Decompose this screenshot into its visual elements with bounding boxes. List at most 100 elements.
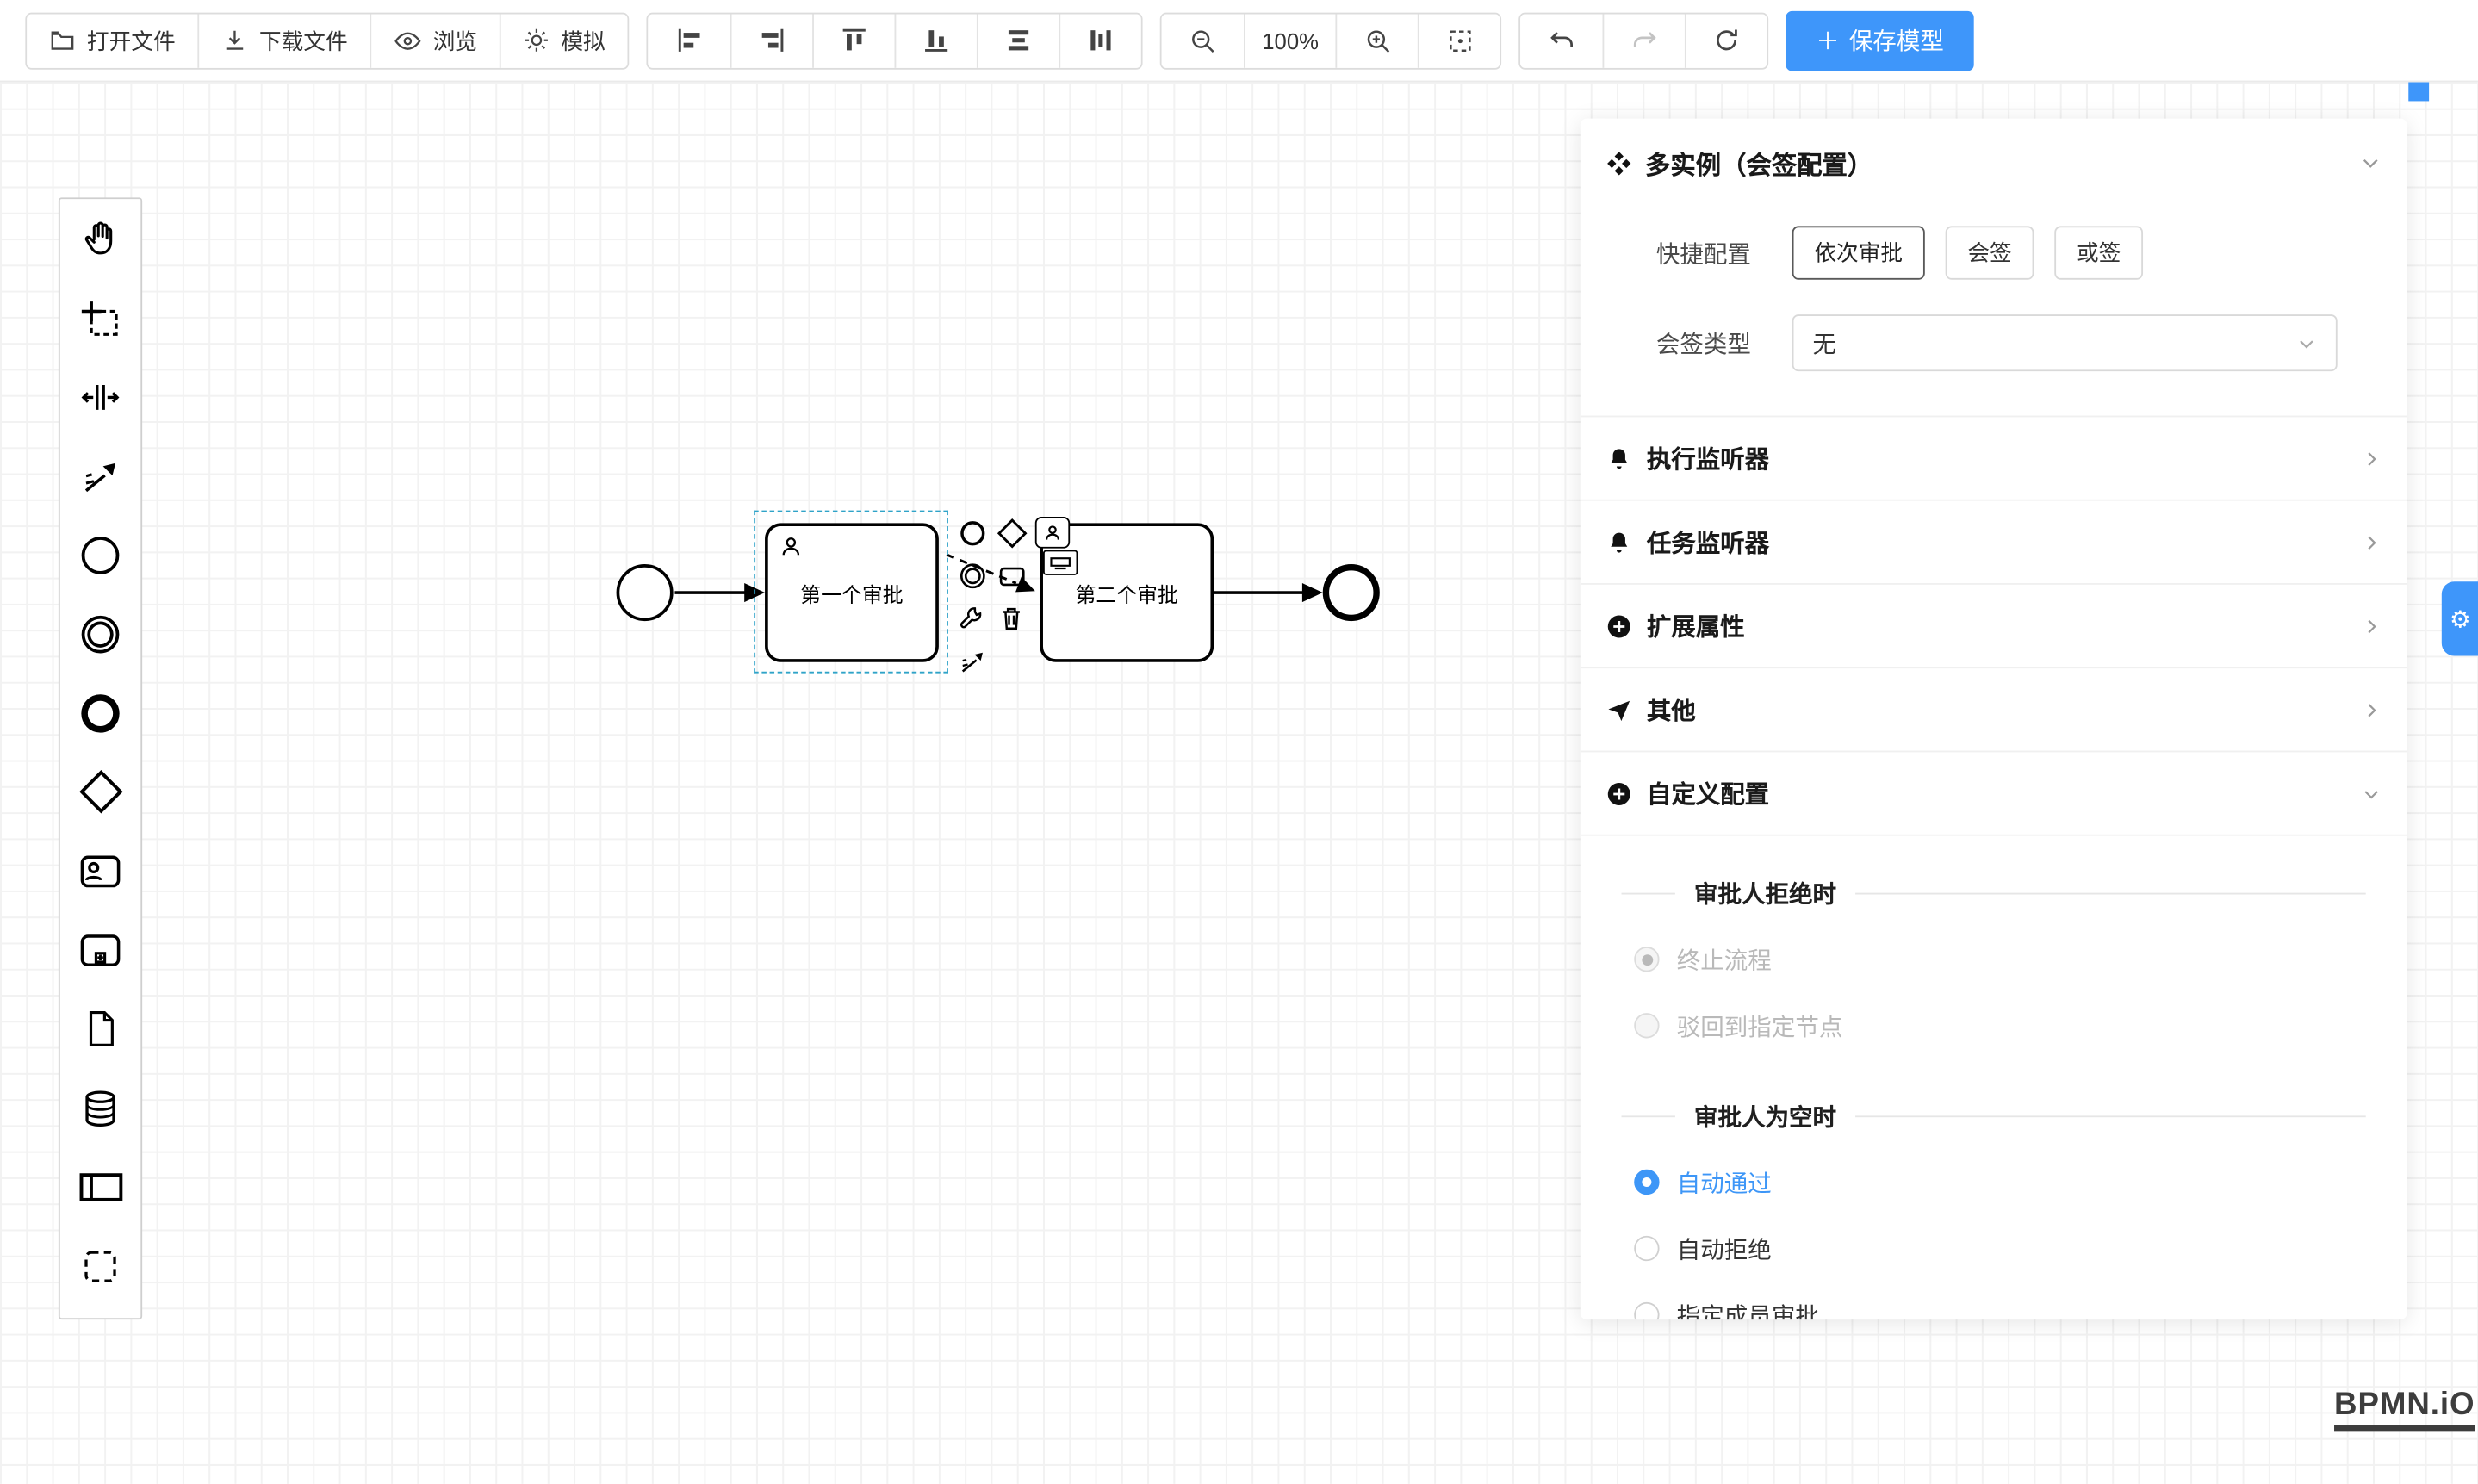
scrollbar-thumb[interactable] bbox=[2408, 82, 2430, 102]
countersign-type-row: 会签类型 无 bbox=[1581, 314, 2382, 372]
bell-icon bbox=[1611, 448, 1628, 469]
global-connect-tool-icon[interactable] bbox=[77, 452, 124, 500]
align-button-group bbox=[646, 11, 1143, 69]
radio-auto-reject[interactable]: 自动拒绝 bbox=[1622, 1215, 2366, 1282]
zoom-in-icon[interactable] bbox=[1335, 13, 1418, 67]
create-end-event-icon[interactable] bbox=[77, 689, 124, 736]
radio-terminate-process[interactable]: 终止流程 bbox=[1622, 926, 2366, 992]
fit-viewport-icon[interactable] bbox=[1417, 13, 1500, 67]
section-label: 执行监听器 bbox=[1646, 447, 1770, 475]
chevron-down-icon bbox=[2300, 339, 2313, 348]
properties-panel: 多实例（会签配置） 快捷配置 依次审批 会签 或签 会签类型 无 执行监听器 bbox=[1580, 118, 2407, 1320]
divider bbox=[1855, 1115, 2366, 1118]
create-data-store-icon[interactable] bbox=[77, 1084, 124, 1132]
create-start-event-icon[interactable] bbox=[77, 531, 124, 578]
trash-icon[interactable] bbox=[992, 599, 1030, 636]
panel-sections: 执行监听器 任务监听器 扩展属性 其他 自定义配置 bbox=[1580, 415, 2407, 835]
group-title-text: 审批人拒绝时 bbox=[1693, 881, 1837, 910]
create-data-object-icon[interactable] bbox=[77, 1005, 124, 1052]
save-model-button[interactable]: ＋ 保存模型 bbox=[1786, 9, 1974, 71]
task-label: 第一个审批 bbox=[800, 582, 904, 606]
chip-countersign[interactable]: 会签 bbox=[1945, 226, 2034, 280]
undo-icon[interactable] bbox=[1520, 13, 1603, 67]
section-execution-listener[interactable]: 执行监听器 bbox=[1580, 415, 2407, 500]
append-intermediate-event-icon[interactable] bbox=[953, 556, 991, 594]
radio-label: 终止流程 bbox=[1676, 947, 1772, 975]
align-right-icon[interactable] bbox=[730, 13, 813, 67]
zoom-out-icon[interactable] bbox=[1161, 13, 1245, 67]
simulate-label: 模拟 bbox=[561, 28, 606, 53]
divider bbox=[1855, 892, 2366, 895]
task-first-approval[interactable]: 第一个审批 bbox=[765, 523, 939, 662]
preview-label: 浏览 bbox=[432, 28, 478, 53]
create-participant-icon[interactable] bbox=[77, 1163, 124, 1210]
bell-icon bbox=[1611, 531, 1628, 552]
create-group-icon[interactable] bbox=[77, 1242, 124, 1289]
chip-or-sign[interactable]: 或签 bbox=[2054, 226, 2144, 280]
align-left-icon[interactable] bbox=[648, 13, 730, 67]
append-gateway-icon[interactable] bbox=[992, 513, 1030, 551]
chevron-down-icon bbox=[2361, 783, 2382, 804]
context-pad bbox=[953, 513, 1030, 682]
end-event[interactable] bbox=[1322, 564, 1380, 622]
chevron-right-icon bbox=[2361, 531, 2382, 552]
radio-return-to-node[interactable]: 驳回到指定节点 bbox=[1622, 992, 2366, 1059]
align-bottom-icon[interactable] bbox=[894, 13, 977, 67]
hand-tool-icon[interactable] bbox=[77, 215, 124, 263]
distribute-horizontal-icon[interactable] bbox=[1059, 13, 1141, 67]
chevron-right-icon bbox=[2361, 448, 2382, 469]
wrench-icon[interactable] bbox=[953, 599, 991, 636]
group-title-text: 审批人为空时 bbox=[1693, 1104, 1837, 1132]
connect-tool-icon[interactable] bbox=[953, 642, 991, 680]
download-file-button[interactable]: 下载文件 bbox=[197, 13, 370, 67]
open-file-button[interactable]: 打开文件 bbox=[27, 13, 198, 67]
section-task-listener[interactable]: 任务监听器 bbox=[1580, 499, 2407, 583]
panel-header[interactable]: 多实例（会签配置） bbox=[1581, 119, 2407, 201]
create-subprocess-icon[interactable] bbox=[77, 926, 124, 973]
panel-title: 多实例（会签配置） bbox=[1645, 152, 1873, 181]
file-button-group: 打开文件 下载文件 浏览 模拟 bbox=[25, 11, 630, 69]
append-end-event-icon[interactable] bbox=[953, 513, 991, 551]
countersign-type-select[interactable]: 无 bbox=[1792, 314, 2338, 372]
radio-assign-member-approval[interactable]: 指定成员审批 bbox=[1622, 1282, 2366, 1320]
radio-label: 自动通过 bbox=[1676, 1170, 1772, 1197]
radio-label: 驳回到指定节点 bbox=[1676, 1014, 1843, 1041]
lasso-tool-icon[interactable] bbox=[77, 294, 124, 341]
settings-tab[interactable]: ⚙ bbox=[2441, 581, 2478, 656]
space-tool-icon[interactable] bbox=[77, 373, 124, 420]
task-label: 第二个审批 bbox=[1075, 582, 1178, 606]
distribute-vertical-icon[interactable] bbox=[976, 13, 1059, 67]
radio-icon bbox=[1634, 1301, 1660, 1320]
radio-icon bbox=[1634, 947, 1660, 972]
chevron-right-icon bbox=[2361, 699, 2382, 720]
simulate-button[interactable]: 模拟 bbox=[499, 13, 628, 67]
section-other[interactable]: 其他 bbox=[1580, 667, 2407, 750]
radio-icon bbox=[1634, 1235, 1660, 1262]
refresh-icon[interactable] bbox=[1684, 13, 1767, 67]
radio-auto-pass[interactable]: 自动通过 bbox=[1622, 1149, 2366, 1215]
multi-instance-icon bbox=[1607, 151, 1631, 175]
user-badge-icon bbox=[1034, 516, 1071, 549]
open-file-label: 打开文件 bbox=[86, 28, 176, 53]
start-event[interactable] bbox=[616, 564, 674, 622]
toolbar: 打开文件 下载文件 浏览 模拟 100% bbox=[0, 0, 2478, 83]
section-label: 其他 bbox=[1646, 698, 1696, 726]
align-top-icon[interactable] bbox=[812, 13, 895, 67]
radio-icon bbox=[1634, 1169, 1660, 1195]
create-gateway-icon[interactable] bbox=[77, 768, 124, 816]
append-task-icon[interactable] bbox=[992, 556, 1030, 594]
chip-sequential-approval[interactable]: 依次审批 bbox=[1792, 226, 1925, 280]
select-value: 无 bbox=[1812, 331, 1837, 358]
create-intermediate-event-icon[interactable] bbox=[77, 610, 124, 657]
radio-icon bbox=[1634, 1013, 1660, 1039]
create-user-task-icon[interactable] bbox=[77, 847, 124, 894]
section-extended-properties[interactable]: 扩展属性 bbox=[1580, 583, 2407, 667]
task-second-approval[interactable]: 第二个审批 bbox=[1040, 523, 1214, 662]
divider bbox=[1621, 892, 1675, 895]
save-model-label: 保存模型 bbox=[1848, 28, 1944, 56]
countersign-type-label: 会签类型 bbox=[1655, 331, 1751, 358]
section-custom-config[interactable]: 自定义配置 bbox=[1580, 750, 2407, 835]
preview-button[interactable]: 浏览 bbox=[370, 13, 500, 67]
redo-icon[interactable] bbox=[1602, 13, 1685, 67]
chevron-down-icon[interactable] bbox=[2359, 152, 2382, 174]
